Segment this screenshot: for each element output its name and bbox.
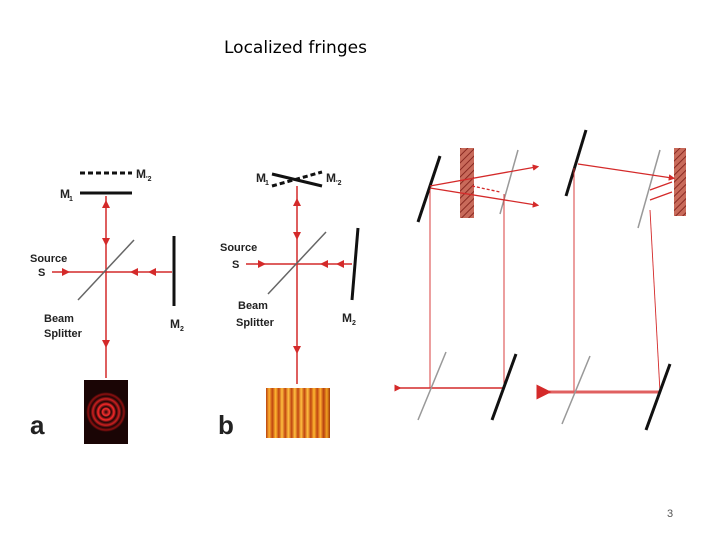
mirror-bottom (644, 363, 672, 431)
panel-c-ray-diagram (394, 148, 540, 421)
panel-letter-b: b (218, 410, 234, 440)
panel-b: M 1 M '2 Source S Beam Splitter M 2 b (218, 170, 360, 440)
label-splitter: Splitter (44, 328, 83, 340)
beam-splitter (267, 231, 327, 295)
splitter-top (637, 149, 661, 229)
hatched-mirror (460, 148, 474, 218)
mirror2-image-tilted (271, 170, 323, 188)
label-m2-image: M (136, 167, 146, 181)
label-source: Source (30, 253, 67, 265)
label-source: Source (220, 242, 257, 254)
page-number: 3 (667, 508, 674, 520)
svg-text:1: 1 (69, 196, 73, 203)
label-m2-image: M (326, 171, 336, 185)
beam-splitter-bottom (561, 355, 591, 425)
splitter-top (499, 149, 519, 215)
hatched-mirror (674, 148, 686, 216)
label-beam: Beam (44, 313, 74, 325)
tilted-mirror (564, 129, 588, 197)
mirror2 (350, 227, 360, 301)
panel-d-ray-diagram (536, 129, 686, 431)
label-splitter: Splitter (236, 317, 275, 329)
beam-splitter (77, 239, 135, 301)
svg-text:2: 2 (352, 320, 356, 327)
tilted-mirror (416, 155, 442, 223)
straight-fringe-pattern (266, 388, 330, 438)
svg-text:2: 2 (180, 326, 184, 333)
label-source-s: S (232, 259, 239, 271)
panel-letter-a: a (30, 410, 45, 440)
mirror-bottom (490, 353, 518, 421)
svg-text:1: 1 (265, 180, 269, 187)
label-m2: M (170, 317, 180, 331)
svg-text:'2: '2 (146, 176, 152, 183)
panel-a: M 1 M '2 Source S Beam Splitter M 2 a (30, 167, 184, 444)
label-beam: Beam (238, 300, 268, 312)
label-m2: M (342, 311, 352, 325)
slide-title: Localized fringes (224, 38, 367, 58)
label-m1: M (60, 187, 70, 201)
label-source-s: S (38, 267, 45, 279)
label-m1: M (256, 171, 266, 185)
svg-text:'2: '2 (336, 180, 342, 187)
beam-splitter-bottom (417, 351, 447, 421)
